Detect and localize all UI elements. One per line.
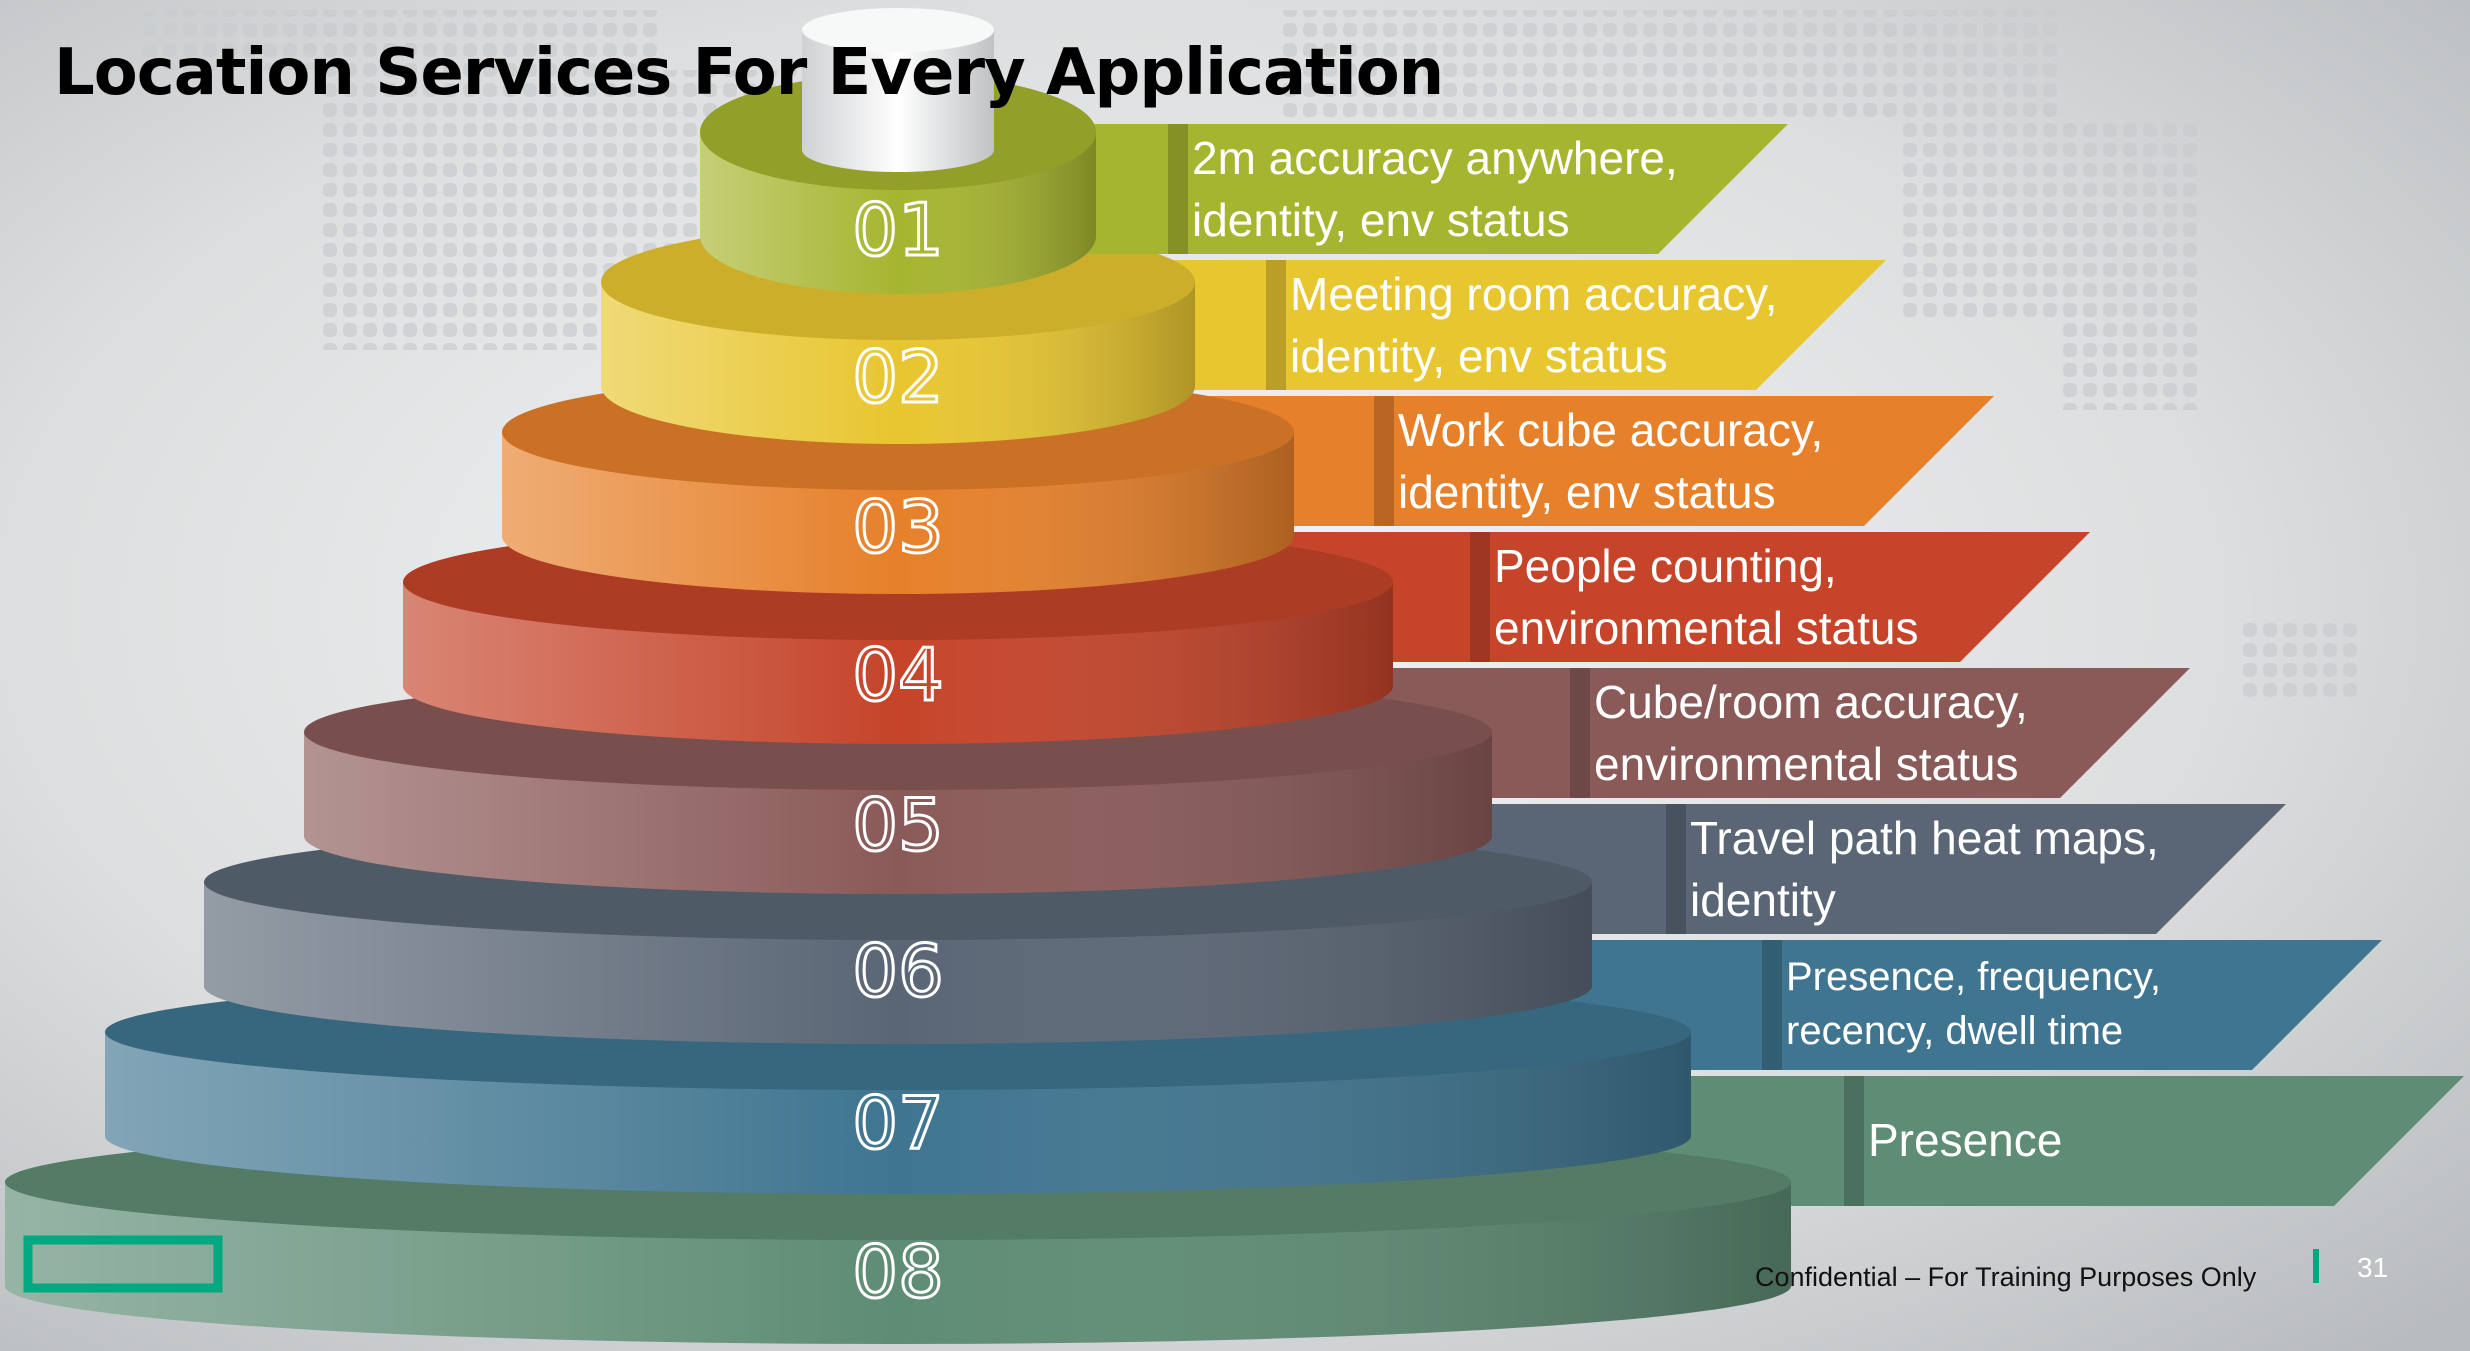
- top-cap: [802, 30, 994, 172]
- tier-05-label-line2: environmental status: [1594, 738, 2018, 790]
- tier-03-number: 03: [852, 485, 944, 569]
- page-number: 31: [2357, 1252, 2389, 1283]
- tier-03-band-shadow: [1374, 396, 1394, 526]
- footer-divider: [2313, 1249, 2319, 1283]
- tier-01-label-line1: 2m accuracy anywhere,: [1192, 132, 1678, 184]
- top-cap-lid: [802, 8, 994, 52]
- tier-04-label-line2: environmental status: [1494, 602, 1918, 654]
- tier-05-band-shadow: [1570, 668, 1590, 798]
- tier-04-number: 04: [852, 633, 944, 717]
- tier-07-number: 07: [852, 1081, 944, 1165]
- tier-pyramid: 08 Presence 07 Presence, frequency, recency,…: [5, 8, 2464, 1344]
- tier-04-band-shadow: [1470, 532, 1490, 662]
- tier-03-label-line2: identity, env status: [1398, 466, 1776, 518]
- tier-02-band-shadow: [1266, 260, 1286, 390]
- tier-01-number: 01: [852, 188, 944, 272]
- slide-title: Location Services For Every Application: [54, 36, 1444, 110]
- confidential-notice: Confidential – For Training Purposes Onl…: [1755, 1262, 2257, 1292]
- tier-01-label-band: [898, 124, 1788, 254]
- tier-06-band-shadow: [1666, 804, 1686, 934]
- tier-02-label-line2: identity, env status: [1290, 330, 1668, 382]
- tier-07-band-shadow: [1762, 940, 1782, 1070]
- tier-06-number: 06: [852, 929, 944, 1013]
- tier-08-number: 08: [852, 1230, 944, 1314]
- tier-02-label-line1: Meeting room accuracy,: [1290, 268, 1777, 320]
- tier-05-number: 05: [852, 783, 944, 867]
- tier-07-label-line2: recency, dwell time: [1786, 1009, 2123, 1053]
- tier-07-label-line1: Presence, frequency,: [1786, 955, 2161, 999]
- tier-08-band-shadow: [1844, 1076, 1864, 1206]
- hpe-logo: [23, 1235, 223, 1293]
- tier-08-label-line1: Presence: [1868, 1114, 2062, 1166]
- tier-03-label-line1: Work cube accuracy,: [1398, 404, 1823, 456]
- tier-05-label-line1: Cube/room accuracy,: [1594, 676, 2028, 728]
- tier-06-label-line1: Travel path heat maps,: [1690, 812, 2159, 864]
- tier-02-number: 02: [852, 335, 944, 419]
- tier-06-label-line2: identity: [1690, 874, 1836, 926]
- tier-04-label-line1: People counting,: [1494, 540, 1837, 592]
- tier-01-band-shadow: [1168, 124, 1188, 254]
- tier-01-label-line2: identity, env status: [1192, 194, 1570, 246]
